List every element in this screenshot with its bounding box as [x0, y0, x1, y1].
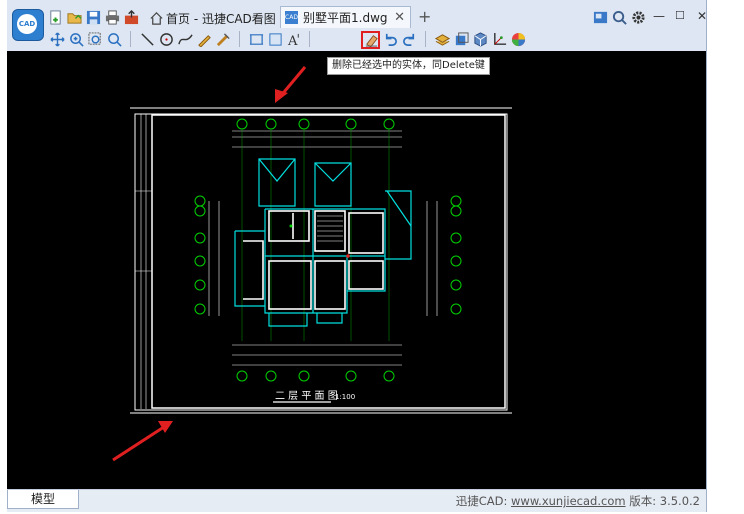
sketch-tool-icon[interactable]: [196, 31, 212, 47]
toolbar-divider: [309, 31, 310, 47]
drawing-canvas[interactable]: 二 层 平 面 图 1:100: [7, 51, 706, 489]
version-label: 版本: 3.5.0.2: [629, 494, 700, 508]
minimize-button[interactable]: —: [653, 9, 665, 23]
maximize-button[interactable]: ☐: [675, 9, 685, 22]
tab-file-label: 别墅平面1.dwg: [303, 11, 388, 25]
layer-icon[interactable]: [434, 31, 450, 47]
color-picker-icon[interactable]: [510, 31, 526, 47]
tab-home[interactable]: 首页 - 迅捷CAD看图: [149, 8, 276, 28]
close-tab-icon[interactable]: ✕: [394, 10, 405, 25]
measure-icon[interactable]: [248, 31, 264, 47]
coordinate-icon[interactable]: [491, 31, 507, 47]
open-file-icon[interactable]: [66, 9, 82, 25]
save-icon[interactable]: [85, 9, 101, 25]
drawing-scale: 1:100: [335, 393, 355, 401]
svg-text:A: A: [287, 34, 298, 47]
drawing-title: 二 层 平 面 图: [275, 390, 338, 402]
export-icon[interactable]: [123, 9, 139, 25]
dwg-file-icon: CAD: [285, 11, 298, 24]
delete-button-highlight: [361, 31, 380, 49]
delete-eraser-icon[interactable]: [363, 31, 379, 47]
toolbar-divider: [130, 31, 131, 47]
line-tool-icon[interactable]: [139, 31, 155, 47]
zoom-in-icon[interactable]: [68, 31, 84, 47]
status-info: 迅捷CAD: www.xunjiecad.com 版本: 3.5.0.2: [456, 493, 700, 509]
tab-home-label: 首页 - 迅捷CAD看图: [166, 11, 276, 26]
layout-icon[interactable]: [592, 9, 608, 25]
toolbar-divider: [239, 31, 240, 47]
dimension-tool-icon[interactable]: [215, 31, 231, 47]
title-bar: 首页 - 迅捷CAD看图 CAD 别墅平面1.dwg ✕ + — ☐ ✕: [47, 6, 708, 28]
circle-tool-icon[interactable]: [158, 31, 174, 47]
blocks-icon[interactable]: [453, 31, 469, 47]
zoom-window-icon[interactable]: [87, 31, 103, 47]
new-tab-button[interactable]: +: [418, 7, 432, 26]
redo-icon[interactable]: [401, 31, 417, 47]
home-icon: [150, 11, 163, 25]
status-bar: 模型 迅捷CAD: www.xunjiecad.com 版本: 3.5.0.2: [7, 489, 706, 512]
area-icon[interactable]: [267, 31, 283, 47]
brand-label: 迅捷CAD:: [455, 494, 508, 508]
undo-icon[interactable]: [382, 31, 398, 47]
app-window: CAD 首页 - 迅捷CAD看图 CAD 别墅平面1.dwg ✕ +: [7, 0, 707, 512]
print-icon[interactable]: [104, 9, 120, 25]
3d-view-icon[interactable]: [472, 31, 488, 47]
new-file-icon[interactable]: [47, 9, 63, 25]
app-logo-text: CAD: [17, 14, 37, 34]
delete-tooltip: 删除已经选中的实体，同Delete键: [327, 57, 490, 75]
tab-model[interactable]: 模型: [7, 490, 79, 509]
zoom-icon[interactable]: [611, 9, 627, 25]
curve-tool-icon[interactable]: [177, 31, 193, 47]
app-logo: CAD: [12, 9, 44, 41]
cad-drawing: 二 层 平 面 图 1:100: [112, 66, 512, 462]
tool-bar: A: [47, 29, 706, 49]
close-window-button[interactable]: ✕: [697, 9, 708, 23]
website-link[interactable]: www.xunjiecad.com: [511, 494, 626, 508]
toolbar-divider: [425, 31, 426, 47]
settings-gear-icon[interactable]: [630, 9, 646, 25]
tab-file[interactable]: CAD 别墅平面1.dwg ✕: [280, 6, 411, 28]
text-tool-icon[interactable]: A: [286, 31, 302, 47]
zoom-extents-icon[interactable]: [106, 31, 122, 47]
pan-icon[interactable]: [49, 31, 65, 47]
